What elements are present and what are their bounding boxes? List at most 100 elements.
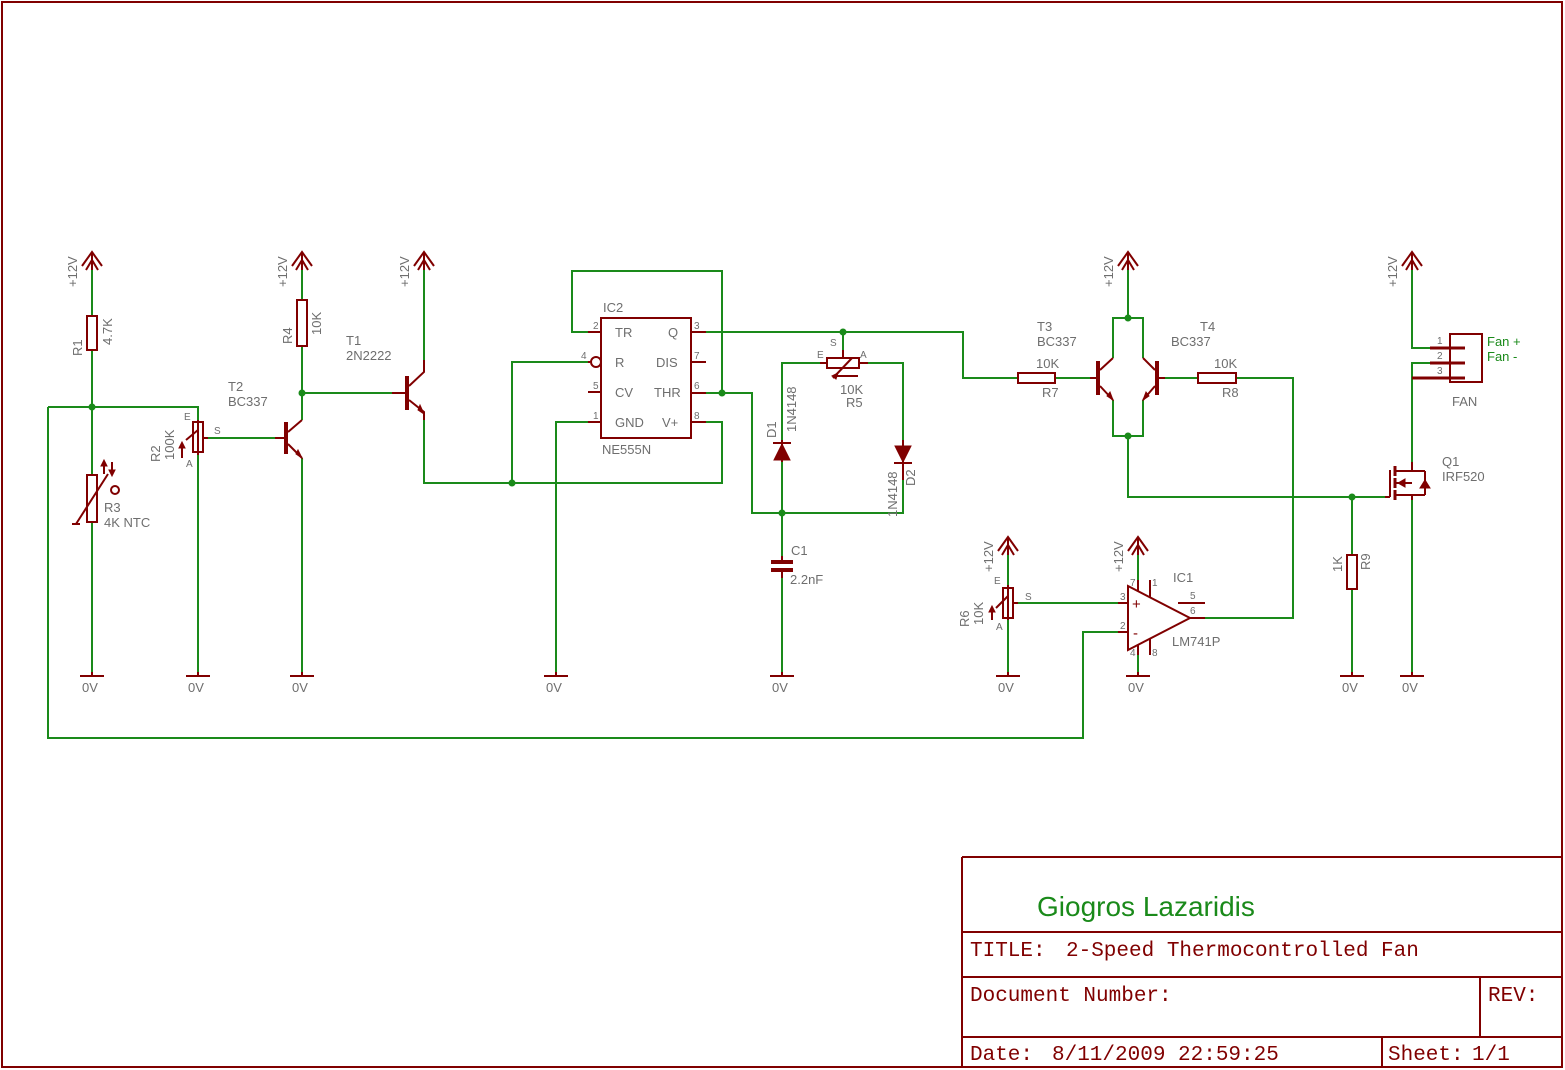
gnd-label: 0V <box>188 680 204 695</box>
ic2-ne555: IC2 NE555N TR R CV GND Q DIS THR V+ 2 4 … <box>581 300 706 457</box>
schematic-label: 1 <box>593 411 599 422</box>
schematic-label: IC1 <box>1173 570 1193 585</box>
schematic-label: R1 <box>70 339 85 356</box>
gnd-label: 0V <box>998 680 1014 695</box>
resistor-r1: R1 4.7K <box>70 315 115 356</box>
diode-d1: D1 1N4148 <box>764 386 799 462</box>
schematic-label: 2N2222 <box>346 348 392 363</box>
schematic-label: 8 <box>1152 648 1158 659</box>
schematic-label: 3 <box>1120 592 1126 603</box>
schematic-label: R5 <box>846 395 863 410</box>
schematic-label: BC337 <box>1171 334 1211 349</box>
sheet-label: Sheet: <box>1388 1044 1464 1067</box>
gnd-label: 0V <box>546 680 562 695</box>
schematic-label: NE555N <box>602 442 651 457</box>
fan-minus-label: Fan - <box>1487 349 1517 364</box>
schematic-label: 100K <box>162 429 177 460</box>
schematic-label: E <box>817 350 824 361</box>
schematic-label: E <box>184 412 191 423</box>
schematic-label: IC2 <box>603 300 623 315</box>
schematic-label: Q1 <box>1442 454 1459 469</box>
gnd-label: 0V <box>772 680 788 695</box>
resistor-r8: 10K R8 <box>1197 356 1239 400</box>
schematic-label: 1 <box>1152 578 1158 589</box>
schematic-label: R6 <box>957 610 972 627</box>
vcc-label: +12V <box>1385 256 1400 287</box>
gnd-label: 0V <box>1402 680 1418 695</box>
schematic-label: E <box>994 576 1001 587</box>
vcc-label: +12V <box>397 256 412 287</box>
schematic-label: CV <box>615 385 633 400</box>
schematic-label: 7 <box>1130 578 1136 589</box>
schematic-label: T2 <box>228 379 243 394</box>
schematic-label: 2 <box>1120 621 1126 632</box>
schematic-label: 4 <box>581 351 587 362</box>
schematic-label: 10K <box>840 382 863 397</box>
schematic-label: R <box>615 355 624 370</box>
doc-number-label: Document Number: <box>970 985 1172 1008</box>
schematic-label: 1 <box>1437 336 1443 347</box>
schematic-label: - <box>1133 625 1138 642</box>
schematic-label: R4 <box>280 327 295 344</box>
schematic-label: THR <box>654 385 681 400</box>
schematic-label: R7 <box>1042 385 1059 400</box>
ground-labels: 0V 0V 0V 0V 0V 0V 0V 0V 0V <box>82 680 1418 695</box>
schematic-label: R2 <box>148 445 163 462</box>
thermistor-r3: R3 4K NTC <box>72 458 150 530</box>
schematic-label: BC337 <box>1037 334 1077 349</box>
schematic-label: R3 <box>104 500 121 515</box>
gnd-label: 0V <box>1128 680 1144 695</box>
schematic-label: DIS <box>656 355 678 370</box>
title-text: 2-Speed Thermocontrolled Fan <box>1066 940 1419 963</box>
schematic-label: T4 <box>1200 319 1215 334</box>
schematic-label: 1K <box>1330 556 1345 572</box>
schematic-label: R8 <box>1222 385 1239 400</box>
schematic-label: 3 <box>694 321 700 332</box>
ic1-lm741: + - 3 2 7 1 5 6 4 8 IC1 LM741P <box>1118 570 1220 659</box>
rev-label: REV: <box>1488 985 1538 1008</box>
supply-labels: +12V +12V +12V +12V +12V +12V +12V <box>65 256 1400 572</box>
vcc-label: +12V <box>981 541 996 572</box>
schematic-label: 7 <box>694 351 700 362</box>
capacitor-c1: C1 2.2nF <box>771 543 823 587</box>
vcc-label: +12V <box>1111 541 1126 572</box>
schematic-label: 10K <box>1214 356 1237 371</box>
date-label: Date: <box>970 1044 1033 1067</box>
author-name: Giogros Lazaridis <box>1037 891 1255 922</box>
wires <box>47 270 1430 739</box>
schematic-label: FAN <box>1452 394 1477 409</box>
schematic-label: + <box>1132 596 1141 613</box>
vcc-label: +12V <box>65 256 80 287</box>
schematic-label: D2 <box>903 469 918 486</box>
schematic-label: A <box>186 459 193 470</box>
gnd-label: 0V <box>1342 680 1358 695</box>
transistor-t4: T4 BC337 <box>1141 319 1215 402</box>
schematic-label: LM741P <box>1172 634 1220 649</box>
schematic-label: 5 <box>1190 591 1196 602</box>
schematic-label: 8 <box>694 411 700 422</box>
schematic-label: R9 <box>1358 553 1373 570</box>
schematic-label: A <box>996 622 1003 633</box>
diode-d2: D2 1N4148 <box>885 440 918 517</box>
potentiometer-r2: E A S R2 100K <box>148 412 221 470</box>
date-value: 8/11/2009 22:59:25 <box>1052 1044 1279 1067</box>
schematic-label: T1 <box>346 333 361 348</box>
vcc-label: +12V <box>1101 256 1116 287</box>
schematic-label: BC337 <box>228 394 268 409</box>
schematic-label: 2.2nF <box>790 572 823 587</box>
schematic-label: 10K <box>309 312 324 335</box>
potentiometer-r6: E A S R6 10K <box>957 576 1032 633</box>
transistor-t3: T3 BC337 <box>1037 319 1115 402</box>
resistor-r4: R4 10K <box>280 299 324 347</box>
transistor-t1: T1 2N2222 <box>346 333 426 420</box>
schematic-label: 6 <box>1190 606 1196 617</box>
schematic-label: Q <box>668 325 678 340</box>
schematic-label: D1 <box>764 421 779 438</box>
schematic-label: 4K NTC <box>104 515 150 530</box>
schematic-label: S <box>1025 592 1032 603</box>
schematic-label: 4.7K <box>100 318 115 345</box>
gnd-label: 0V <box>292 680 308 695</box>
schematic-label: A <box>860 350 867 361</box>
